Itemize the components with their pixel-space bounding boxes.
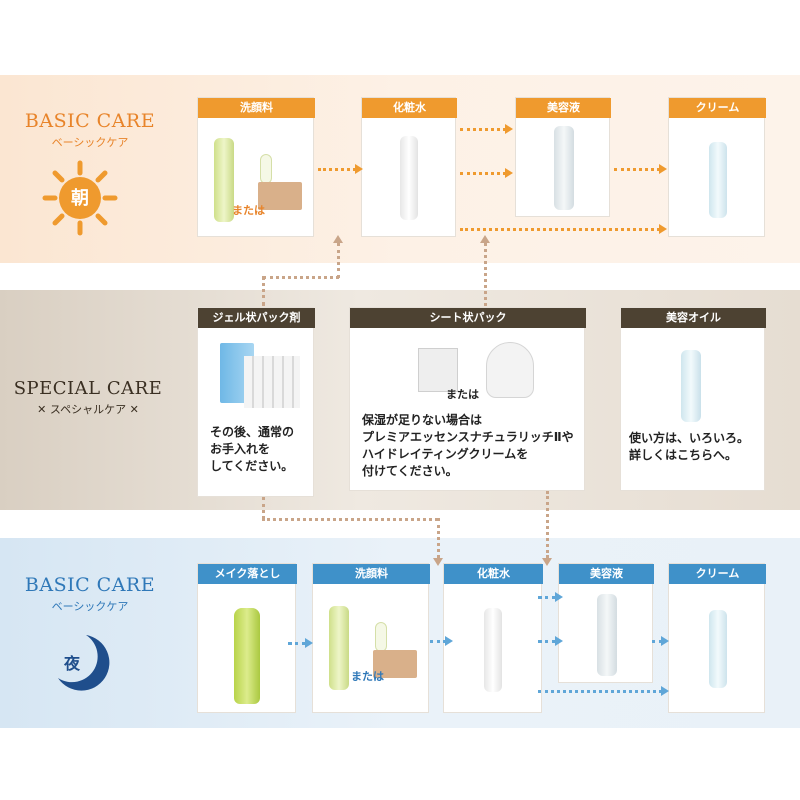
lotion-bottle xyxy=(400,136,418,220)
night-step-makeup-remover: メイク落とし xyxy=(197,563,297,713)
arrow-right-icon xyxy=(460,168,513,178)
step-tag: 美容液 xyxy=(559,564,654,584)
arrow-up-icon xyxy=(333,235,343,278)
oil-bottle xyxy=(681,350,701,422)
connector-line xyxy=(262,276,265,306)
connector-line xyxy=(262,518,438,521)
cleanser-bottle xyxy=(329,606,349,690)
night-title-jp: ベーシックケア xyxy=(51,600,129,613)
arrow-right-icon xyxy=(652,636,669,646)
cleanser-bottle xyxy=(214,138,234,222)
oil-text-1: 使い方は、いろいろ。 xyxy=(629,431,750,445)
sheet-mask-face xyxy=(486,342,534,398)
morning-title: BASIC CARE ベーシックケア xyxy=(15,110,165,150)
arrow-right-icon xyxy=(538,592,563,602)
night-step-cream: クリーム xyxy=(668,563,766,713)
night-title: BASIC CARE ベーシックケア xyxy=(15,574,165,614)
step-tag: 洗顔料 xyxy=(198,98,315,118)
arrow-right-icon xyxy=(614,164,667,174)
sun-icon xyxy=(42,160,118,236)
cleanser-small xyxy=(375,622,387,652)
or-label: または xyxy=(232,204,265,217)
special-title-jp: ✕ スペシャルケア ✕ xyxy=(37,403,139,416)
morning-step-cleanser: 洗顔料 または xyxy=(197,97,315,237)
morning-badge: 朝 xyxy=(71,188,89,209)
oil-text-2: 詳しくはこちらへ。 xyxy=(629,448,738,462)
arrow-up-icon xyxy=(480,235,490,306)
soap-bar xyxy=(373,650,417,678)
arrow-right-icon xyxy=(538,686,669,696)
gel-text-3: してください。 xyxy=(210,459,294,473)
night-step-serum: 美容液 xyxy=(558,563,654,683)
lotion-bottle xyxy=(484,608,502,692)
arrow-right-icon xyxy=(318,164,363,174)
step-tag: メイク落とし xyxy=(198,564,297,584)
arrow-down-icon xyxy=(542,491,552,566)
sheet-text-3: ハイドレイティングクリームを xyxy=(362,447,529,461)
arrow-right-icon xyxy=(538,636,563,646)
or-label: または xyxy=(351,670,384,683)
step-tag: 化粧水 xyxy=(362,98,457,118)
night-step-lotion: 化粧水 xyxy=(443,563,543,713)
morning-step-lotion: 化粧水 xyxy=(361,97,457,237)
arrow-down-icon xyxy=(433,518,443,566)
cream-bottle xyxy=(709,610,727,688)
gel-text-1: その後、通常の xyxy=(210,425,295,439)
morning-step-serum: 美容液 xyxy=(515,97,611,217)
gel-pack-sachets xyxy=(244,356,300,408)
cream-bottle xyxy=(709,142,727,218)
special-title-jp-text: スペシャルケア xyxy=(49,403,127,416)
special-tag: シート状パック xyxy=(350,308,586,328)
morning-title-jp: ベーシックケア xyxy=(51,136,129,149)
step-tag: 洗顔料 xyxy=(313,564,430,584)
special-tag: ジェル状パック剤 xyxy=(198,308,315,328)
special-beauty-oil: 美容オイル 使い方は、いろいろ。 詳しくはこちらへ。 xyxy=(620,307,766,491)
step-tag: 美容液 xyxy=(516,98,611,118)
step-tag: クリーム xyxy=(669,564,766,584)
night-title-en: BASIC CARE xyxy=(24,574,156,596)
morning-title-en: BASIC CARE xyxy=(24,110,156,132)
arrow-right-icon xyxy=(288,638,313,648)
special-title-en: SPECIAL CARE xyxy=(13,378,163,399)
makeup-remover-bottle xyxy=(234,608,260,704)
special-tag: 美容オイル xyxy=(621,308,766,328)
arrow-right-icon xyxy=(430,636,453,646)
connector-line xyxy=(262,497,265,519)
moon-icon xyxy=(58,635,110,691)
arrow-right-icon xyxy=(460,224,667,234)
arrow-right-icon xyxy=(460,124,513,134)
cleanser-small xyxy=(260,154,272,184)
night-badge: 夜 xyxy=(63,654,80,673)
night-step-cleanser: 洗顔料 または xyxy=(312,563,430,713)
special-gel-pack: ジェル状パック剤 その後、通常の お手入れを してください。 xyxy=(197,307,315,497)
step-tag: 化粧水 xyxy=(444,564,543,584)
special-sheet-mask: シート状パック または 保湿が足りない場合は プレミアエッセンスナチュラリッチⅡ… xyxy=(349,307,586,491)
morning-step-cream: クリーム xyxy=(668,97,766,237)
sheet-text-4: 付けてください。 xyxy=(362,464,458,478)
step-tag: クリーム xyxy=(669,98,766,118)
gel-text-2: お手入れを xyxy=(210,442,271,456)
serum-bottle xyxy=(597,594,617,676)
sheet-text-2: プレミアエッセンスナチュラリッチⅡや xyxy=(362,430,574,444)
sheet-mask-pouch xyxy=(418,348,458,392)
or-label: または xyxy=(446,388,479,401)
special-title: SPECIAL CARE ✕ スペシャルケア ✕ xyxy=(8,378,168,417)
soap-bar xyxy=(258,182,302,210)
sheet-text-1: 保湿が足りない場合は xyxy=(362,413,483,427)
serum-bottle xyxy=(554,126,574,210)
connector-line xyxy=(263,276,339,279)
